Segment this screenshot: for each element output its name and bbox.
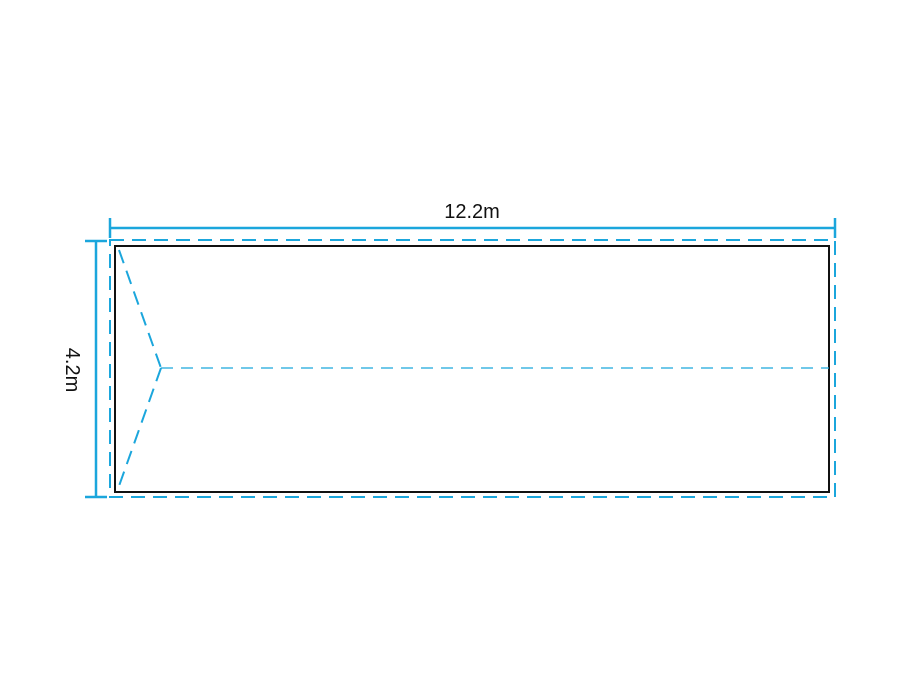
width-dimension (108, 218, 837, 238)
roof-hip-lines (118, 249, 829, 487)
width-dimension-label: 12.2m (444, 201, 500, 223)
hip-line-upper (118, 249, 162, 369)
outer-dashed-footprint (109, 239, 836, 498)
height-dimension-label: 4.2m (61, 348, 83, 392)
height-dimension (85, 239, 107, 499)
structure-outline (114, 245, 830, 493)
hip-line-lower (118, 367, 162, 487)
